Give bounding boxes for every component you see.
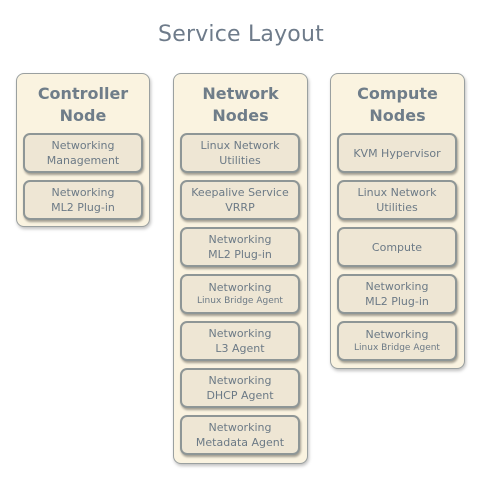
panel-title-line2: Nodes xyxy=(212,106,269,125)
service-sublabel: L3 Agent xyxy=(215,342,265,355)
service-box: Networking Linux Bridge Agent xyxy=(337,321,457,361)
service-label: Compute xyxy=(371,240,423,254)
service-box: KVM Hypervisor xyxy=(337,133,457,173)
service-label: Networking xyxy=(51,139,115,152)
service-label: Networking xyxy=(208,421,272,434)
panel-compute-nodes: Compute Nodes KVM Hypervisor Linux Netwo… xyxy=(330,73,465,369)
service-box: Linux Network Utilities xyxy=(337,180,457,220)
service-box: Compute xyxy=(337,227,457,267)
service-sublabel: VRRP xyxy=(225,201,255,214)
service-box: Networking Management xyxy=(23,133,143,173)
panel-title-line1: Compute xyxy=(357,84,438,103)
panel-title: Compute Nodes xyxy=(331,83,464,127)
service-label: Linux Network xyxy=(357,186,437,199)
service-box: Linux Network Utilities xyxy=(180,133,300,173)
service-sublabel: Linux Bridge Agent xyxy=(354,343,440,353)
panel-title-line1: Network xyxy=(202,84,279,103)
service-box: Keepalive Service VRRP xyxy=(180,180,300,220)
service-box: Networking L3 Agent xyxy=(180,321,300,361)
service-sublabel: Linux Bridge Agent xyxy=(197,296,283,306)
service-label: Linux Network xyxy=(200,139,280,152)
service-label: Keepalive Service xyxy=(191,186,289,199)
panel-title-line1: Controller xyxy=(37,84,129,103)
service-label: Networking xyxy=(208,233,272,246)
service-sublabel: ML2 Plug-in xyxy=(51,201,115,214)
service-box: Networking ML2 Plug-in xyxy=(180,227,300,267)
service-sublabel: Utilities xyxy=(219,154,261,167)
service-label: Networking xyxy=(208,327,272,340)
service-box: Networking ML2 Plug-in xyxy=(337,274,457,314)
panel-controller-node: Controller Node Networking Management Ne… xyxy=(16,73,150,227)
panel-network-nodes: Network Nodes Linux Network Utilities Ke… xyxy=(173,73,308,464)
service-box: Networking DHCP Agent xyxy=(180,368,300,408)
service-sublabel: ML2 Plug-in xyxy=(208,248,272,261)
service-sublabel: ML2 Plug-in xyxy=(365,295,429,308)
panel-title-line2: Nodes xyxy=(369,106,426,125)
service-label: Networking xyxy=(208,374,272,387)
service-label: Networking xyxy=(208,281,272,294)
service-sublabel: Utilities xyxy=(376,201,418,214)
service-sublabel: DHCP Agent xyxy=(206,389,274,402)
service-label: KVM Hypervisor xyxy=(353,146,441,160)
service-box: Networking Linux Bridge Agent xyxy=(180,274,300,314)
panel-title: Network Nodes xyxy=(174,83,307,127)
diagram-title: Service Layout xyxy=(158,22,324,47)
service-label: Networking xyxy=(365,280,429,293)
service-box: Networking Metadata Agent xyxy=(180,415,300,455)
service-label: Networking xyxy=(365,328,429,341)
service-label: Networking xyxy=(51,186,115,199)
service-sublabel: Management xyxy=(46,154,120,167)
panel-title: Controller Node xyxy=(17,83,149,127)
panel-title-line2: Node xyxy=(59,106,107,125)
service-sublabel: Metadata Agent xyxy=(195,436,285,449)
service-box: Networking ML2 Plug-in xyxy=(23,180,143,220)
